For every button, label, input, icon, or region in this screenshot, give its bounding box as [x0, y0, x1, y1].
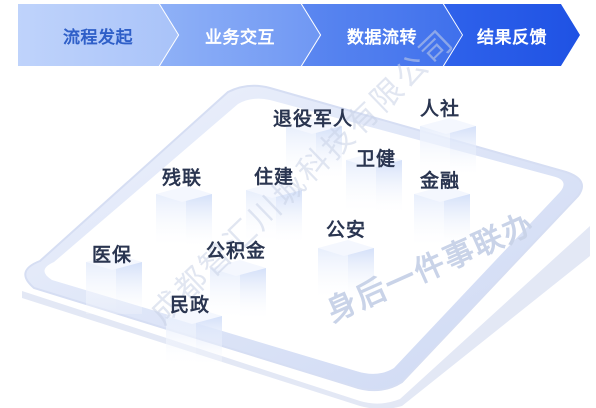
cube-medical [86, 254, 142, 314]
step-interact: 业务交互 [160, 4, 320, 66]
label-police: 公安 [326, 219, 367, 241]
step-label: 结果反馈 [477, 27, 547, 48]
cube-housing [246, 182, 302, 242]
label-veterans: 退役军人 [273, 108, 354, 130]
step-label: 业务交互 [205, 27, 275, 48]
step-initiate: 流程发起 [18, 4, 178, 66]
cube-finance [414, 186, 470, 246]
cube-health [346, 152, 402, 212]
cube-disabled [156, 186, 212, 246]
process-steps: 流程发起 业务交互 数据流转 结果反馈 [18, 4, 580, 66]
cube-veterans [286, 118, 342, 178]
phone-shadow [22, 226, 590, 408]
label-fund: 公积金 [206, 240, 267, 262]
label-health: 卫健 [356, 148, 397, 170]
step-feedback: 结果反馈 [444, 4, 580, 66]
label-housing: 住建 [254, 166, 295, 188]
label-civil: 民政 [170, 294, 211, 316]
step-data-flow: 数据流转 [302, 4, 462, 66]
phone-platform [0, 66, 596, 408]
cube-social [420, 118, 476, 174]
step-label: 流程发起 [63, 27, 133, 48]
cube-fund [210, 260, 266, 318]
cube-civil [166, 308, 222, 364]
step-label: 数据流转 [347, 27, 417, 48]
label-finance: 金融 [420, 170, 461, 192]
phone-illustration [22, 84, 590, 408]
cube-police [318, 240, 374, 298]
label-disabled: 残联 [162, 167, 203, 189]
label-medical: 医保 [92, 244, 133, 266]
label-social: 人社 [420, 98, 461, 120]
